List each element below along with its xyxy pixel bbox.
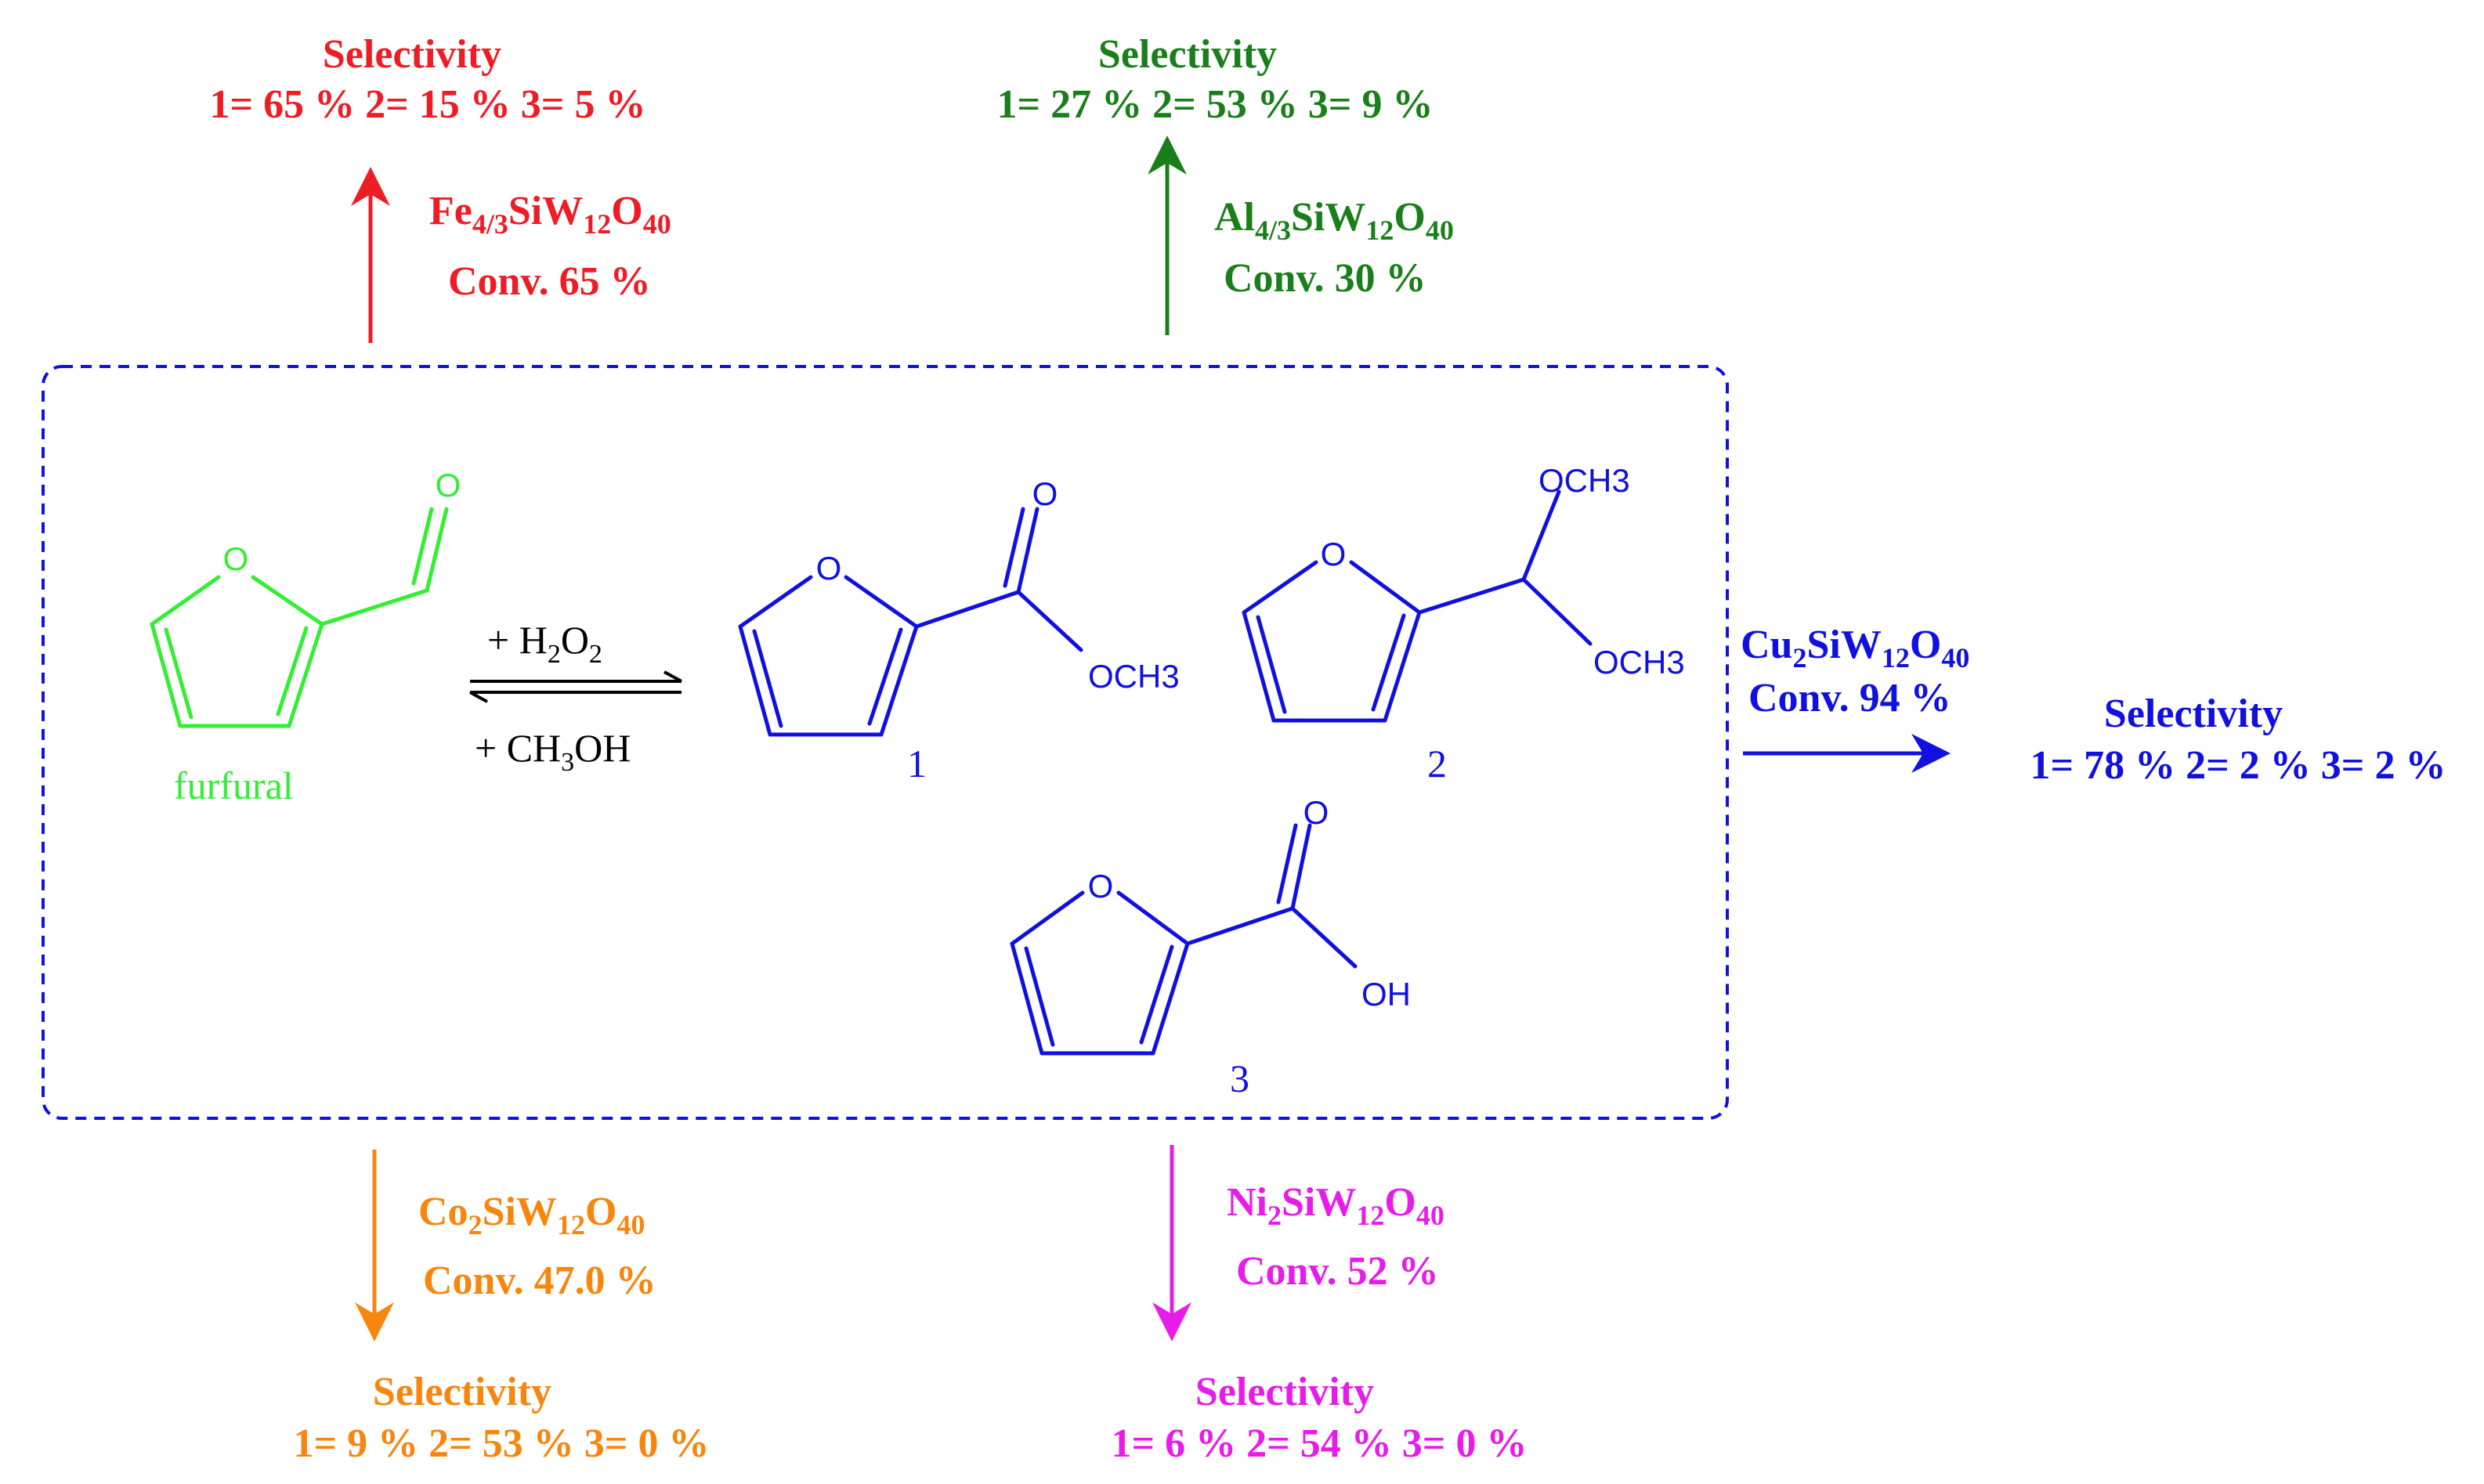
furfural-ring-oxygen: O [223, 540, 249, 577]
product-2-methoxy-bottom: OCH3 [1593, 644, 1685, 681]
product-1-number: 1 [907, 742, 927, 785]
ni-selectivity-values: 1= 6 % 2= 54 % 3= 0 % [1111, 1421, 1528, 1466]
furfural-label: furfural [174, 764, 294, 807]
product-1-ester-group: OCH3 [1088, 658, 1180, 695]
product-3-number: 3 [1230, 1056, 1249, 1100]
reagent-methanol: + CH3OH [475, 726, 631, 777]
co-selectivity-values: 1= 9 % 2= 53 % 3= 0 % [293, 1421, 710, 1466]
co-selectivity-title: Selectivity [372, 1370, 552, 1414]
equilibrium-arrows [469, 670, 682, 703]
fe-selectivity-title: Selectivity [322, 32, 502, 77]
ni-conversion: Conv. 52 % [1236, 1249, 1439, 1294]
cu-catalyst-formula: Cu2SiW12O40 [1741, 623, 1970, 673]
product-3-carbonyl-oxygen: O [1303, 794, 1329, 831]
cu-selectivity-values: 1= 78 % 2= 2 % 3= 2 % [2030, 743, 2446, 788]
co-conversion: Conv. 47.0 % [423, 1258, 656, 1303]
product-3-hydroxyl: OH [1361, 976, 1411, 1013]
product-3-structure [1010, 823, 1358, 1056]
product-1-structure [738, 507, 1083, 737]
product-2-number: 2 [1427, 742, 1447, 785]
co-catalyst-formula: Co2SiW12O40 [418, 1190, 645, 1240]
product-2-ring-oxygen: O [1321, 536, 1347, 572]
reaction-box [42, 365, 1729, 1120]
reagent-h2o2: + H2O2 [487, 618, 602, 669]
ni-selectivity-title: Selectivity [1195, 1370, 1375, 1414]
al-selectivity-values: 1= 27 % 2= 53 % 3= 9 % [996, 82, 1434, 127]
cu-conversion: Conv. 94 % [1748, 676, 1951, 720]
ni-catalyst-formula: Ni2SiW12O40 [1227, 1180, 1444, 1231]
product-2-methoxy-top: OCH3 [1538, 462, 1630, 499]
al-selectivity-title: Selectivity [1097, 32, 1278, 77]
furfural-structure [150, 507, 449, 728]
product-3-ring-oxygen: O [1088, 868, 1114, 904]
product-1-carbonyl-oxygen: O [1032, 475, 1058, 512]
fe-conversion: Conv. 65 % [448, 259, 651, 304]
al-conversion: Conv. 30 % [1224, 256, 1426, 301]
fe-selectivity-values: 1= 65 % 2= 15 % 3= 5 % [209, 82, 646, 127]
product-1-ring-oxygen: O [816, 550, 842, 587]
product-2-structure [1242, 489, 1593, 723]
fe-catalyst-formula: Fe4/3SiW12O40 [429, 189, 671, 240]
furfural-carbonyl-oxygen: O [436, 467, 461, 504]
al-catalyst-formula: Al4/3SiW12O40 [1214, 195, 1454, 246]
cu-selectivity-title: Selectivity [2103, 691, 2283, 736]
